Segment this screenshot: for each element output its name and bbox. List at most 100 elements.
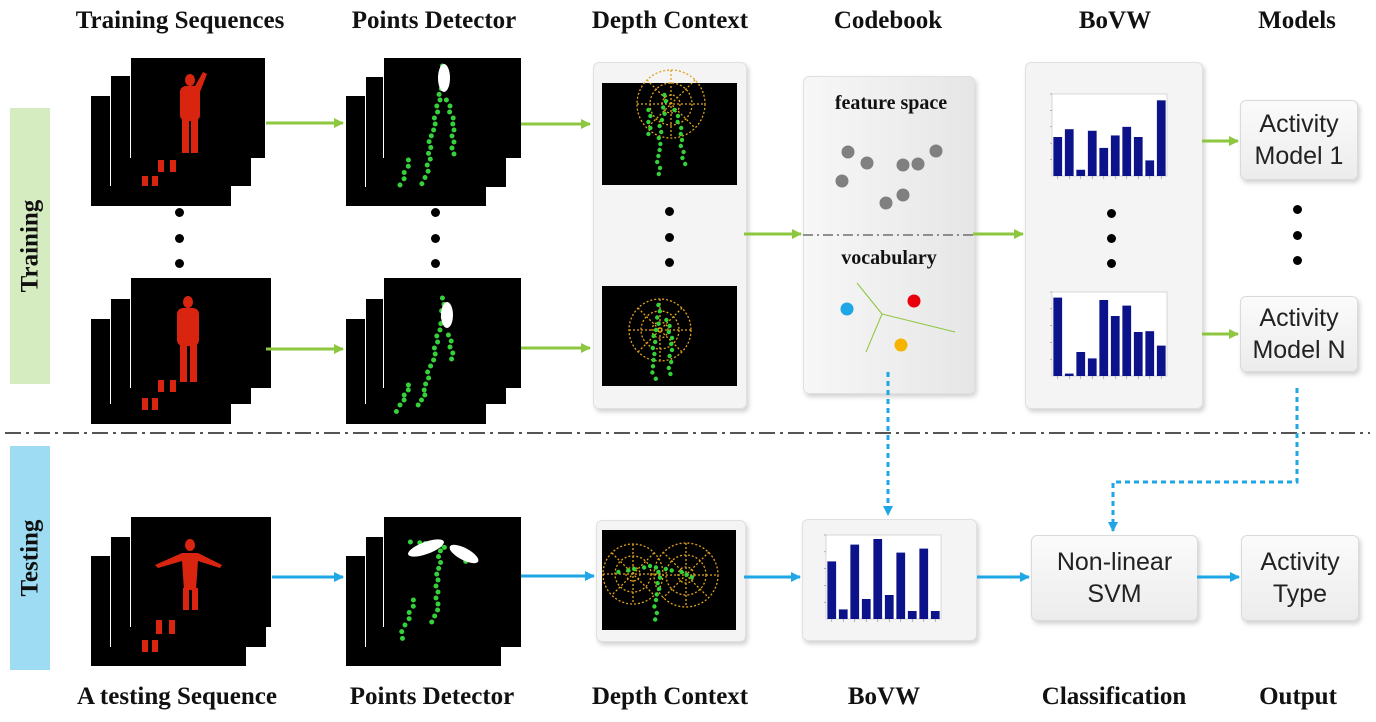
histogram-bar — [1087, 358, 1097, 376]
skeleton-point — [422, 175, 428, 180]
skeleton-point — [647, 563, 653, 569]
skeleton-point — [650, 364, 656, 369]
skeleton-point — [419, 397, 424, 403]
skeleton-point — [432, 121, 438, 127]
skeleton-point — [656, 569, 661, 575]
ellipsis-dot — [1107, 234, 1116, 243]
ellipsis-dot — [175, 234, 184, 243]
skeleton-point — [405, 382, 411, 388]
skeleton-point — [449, 133, 455, 139]
skeleton-point — [664, 317, 669, 323]
skeleton-point — [657, 165, 663, 171]
feature-space-label: feature space — [834, 92, 948, 114]
skeleton-point — [679, 137, 685, 143]
skeleton-point — [410, 603, 416, 609]
skeleton-point — [443, 97, 449, 103]
skeleton-point — [650, 345, 655, 351]
histogram-bar — [930, 611, 940, 619]
skeleton-point — [434, 333, 440, 339]
vocabulary-partition — [856, 282, 956, 353]
ellipsis-dot — [1293, 205, 1302, 214]
testing-phase-band: Testing — [10, 446, 50, 670]
skeleton-point — [407, 539, 413, 545]
svm-line2: SVM — [1087, 580, 1142, 608]
skeleton-point — [433, 583, 439, 589]
skeleton-points-dc-1 — [646, 92, 688, 177]
vocabulary-word-red — [907, 294, 921, 308]
skeleton-point — [431, 115, 437, 121]
skeleton-point — [415, 402, 421, 408]
histogram-bar — [1087, 130, 1097, 176]
header-models: Models — [1258, 7, 1336, 34]
skeleton-point — [432, 613, 438, 619]
skeleton-point — [401, 176, 407, 182]
skeleton-point — [626, 568, 631, 573]
skeleton-point — [666, 329, 671, 335]
skeleton-point — [681, 149, 686, 155]
skeleton-point — [406, 616, 412, 622]
histogram-bar — [1122, 305, 1132, 376]
ellipsis-dot — [175, 259, 184, 268]
skeleton-point — [675, 119, 680, 125]
histogram-bar — [1076, 169, 1086, 176]
skeleton-point — [641, 565, 647, 570]
histogram-bar — [1156, 345, 1166, 376]
skeleton-point — [616, 569, 621, 575]
skeleton-point — [436, 91, 442, 97]
skeleton-point — [679, 125, 684, 131]
header-training-sequences: Training Sequences — [75, 7, 285, 34]
skeleton-point — [656, 321, 661, 326]
skeleton-point — [663, 566, 668, 572]
svm-line1: Non-linear — [1056, 548, 1173, 576]
skeleton-point — [678, 143, 683, 149]
depth-context-image-test — [602, 530, 736, 630]
skeleton-point — [653, 339, 658, 345]
skeleton-point — [447, 103, 453, 109]
skeleton-point — [405, 387, 411, 393]
vocabulary-word-blue — [840, 302, 854, 316]
skeleton-point — [393, 409, 399, 414]
histogram-bar — [884, 595, 894, 619]
training-phase-band: Training — [10, 108, 50, 384]
header-codebook: Codebook — [833, 7, 943, 34]
skeleton-point — [655, 581, 660, 586]
skeleton-point — [659, 117, 665, 123]
skeleton-point — [657, 309, 662, 314]
skeleton-point — [429, 619, 435, 625]
skeleton-point — [439, 295, 445, 301]
skeleton-point — [653, 376, 658, 381]
skeleton-point — [402, 622, 408, 628]
skeleton-point — [445, 332, 451, 338]
skeleton-point — [667, 323, 672, 329]
skeleton-point — [661, 105, 666, 110]
activity-model-1-line1: Activity — [1259, 110, 1339, 138]
vocabulary-word-yellow — [894, 338, 908, 352]
ellipsis-dot — [175, 208, 184, 217]
skeleton-point — [424, 162, 430, 168]
feature-space-points — [835, 144, 943, 210]
ellipsis-dot — [431, 259, 440, 268]
activity-model-1-line2: Model 1 — [1254, 142, 1344, 170]
skeleton-point — [646, 119, 651, 125]
skeleton-point — [428, 145, 434, 150]
histogram-bar — [1053, 297, 1063, 376]
skeleton-point — [662, 111, 667, 116]
skeleton-point — [656, 302, 661, 308]
skeleton-point — [434, 103, 440, 109]
skeleton-point — [437, 548, 443, 554]
ellipsis-dot — [431, 208, 440, 217]
skeleton-point — [401, 397, 407, 403]
skeleton-point — [669, 359, 674, 365]
skeleton-point — [663, 99, 668, 104]
skeleton-point — [426, 375, 432, 381]
skeleton-point — [435, 601, 441, 607]
skeleton-point — [675, 113, 681, 119]
footer-depth-context: Depth Context — [591, 683, 749, 710]
skeleton-point — [672, 107, 677, 113]
footer-output: Output — [1259, 683, 1337, 710]
skeleton-point — [435, 607, 441, 613]
skeleton-point — [405, 157, 411, 163]
skeleton-point — [435, 339, 441, 345]
skeleton-point — [662, 92, 667, 98]
skeleton-point — [680, 155, 685, 161]
